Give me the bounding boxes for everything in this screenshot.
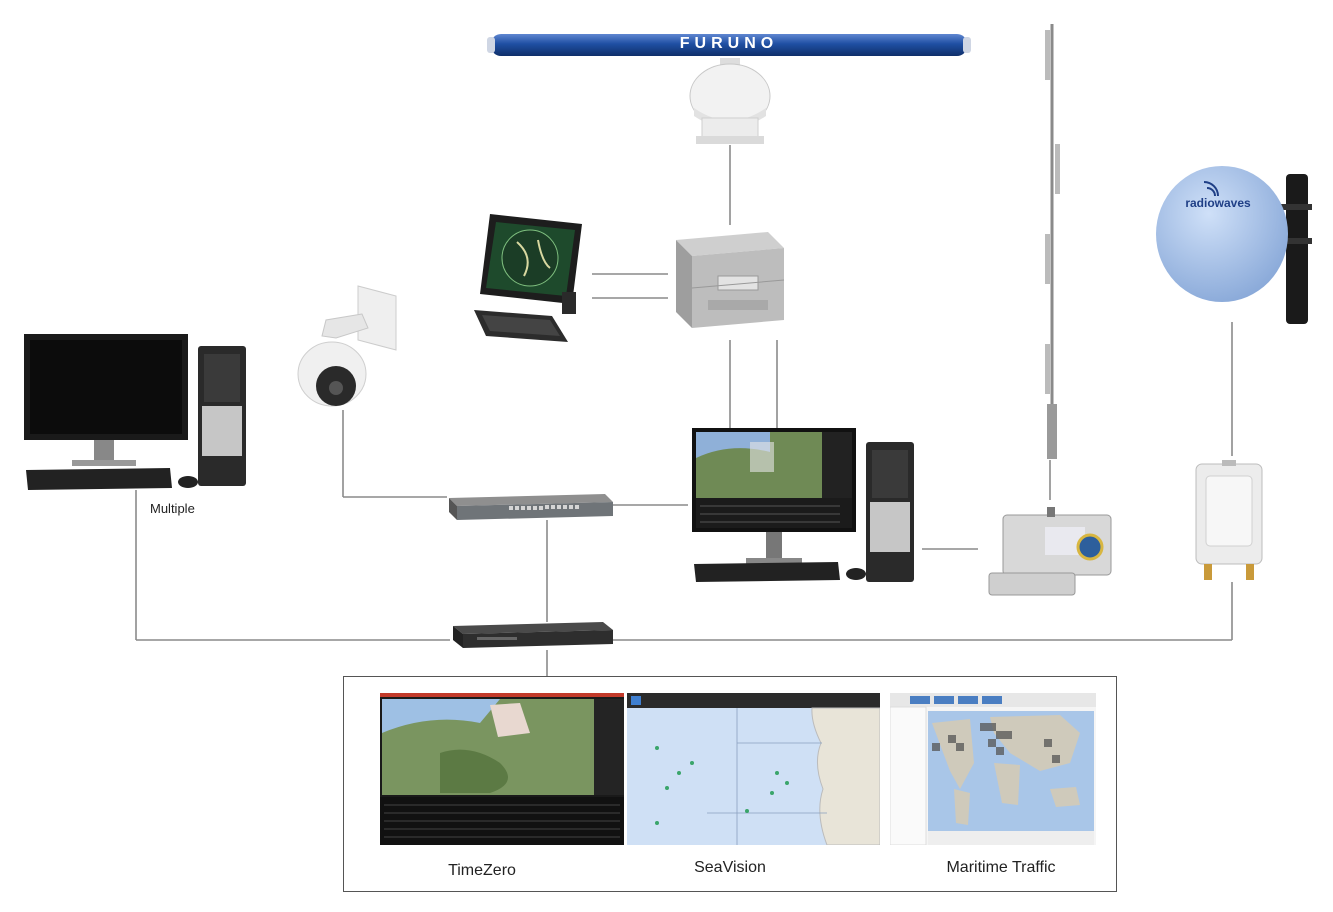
- cctv-camera-icon: [297, 285, 397, 407]
- radar-display-icon: [474, 214, 582, 342]
- timezero-workstation-icon: [692, 428, 914, 582]
- radar-bar-icon: [487, 34, 971, 56]
- workstation-label: Multiple: [150, 501, 195, 516]
- seavision-screenshot: [627, 693, 880, 845]
- network-switch-icon: [449, 494, 613, 520]
- radar-processor-icon: [676, 232, 785, 328]
- radar-brand-label: FURUNO: [679, 35, 779, 52]
- timezero-screenshot: [380, 693, 624, 845]
- maritime-traffic-screenshot: [890, 693, 1096, 845]
- radar-antenna: FURUNO: [487, 32, 971, 58]
- workstation-multiple-icon: [24, 334, 246, 490]
- ais-receiver-icon: [988, 507, 1112, 596]
- radar-pedestal-icon: [689, 58, 771, 144]
- wireless-radio-unit-icon: [1195, 460, 1263, 580]
- app-label-timezero: TimeZero: [448, 862, 516, 879]
- router-icon: [453, 622, 613, 648]
- antenna-brand-label: radiowaves: [1185, 196, 1251, 210]
- vhf-antenna-mast-icon: [1045, 24, 1060, 459]
- app-label-seavision: SeaVision: [694, 859, 766, 876]
- radiowaves-dish-icon: [1156, 166, 1312, 324]
- app-label-maritime-traffic: Maritime Traffic: [946, 859, 1056, 876]
